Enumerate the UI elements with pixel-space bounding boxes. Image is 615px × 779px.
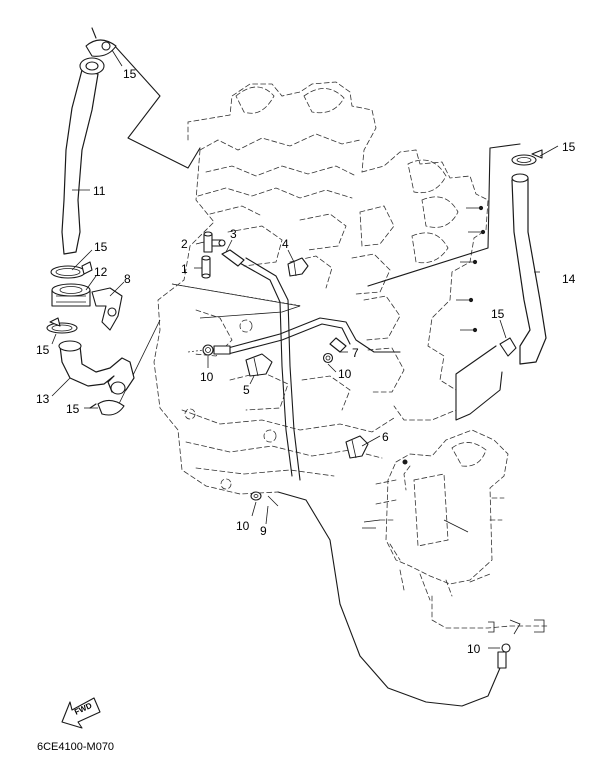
- clamp-15-right-bottom: [499, 337, 517, 357]
- callout-3: 3: [230, 227, 237, 241]
- pipe-1: [201, 255, 211, 279]
- callout-14: 14: [562, 272, 576, 286]
- hose-14: [511, 173, 547, 365]
- holder-6: [345, 435, 369, 459]
- hose-7-end: [329, 337, 347, 353]
- fitting-12: [51, 283, 91, 307]
- clamp-15-middle: [50, 261, 93, 279]
- callout-15: 15: [94, 240, 108, 254]
- union-10-left: [187, 344, 231, 356]
- callout-5: 5: [243, 383, 250, 397]
- union-10-mid: [322, 352, 334, 364]
- callout-15: 15: [562, 140, 576, 154]
- vapor-separator-assembly: [362, 429, 509, 601]
- callout-15: 15: [491, 307, 505, 321]
- callout-10: 10: [338, 367, 352, 381]
- hose-11: [61, 57, 105, 255]
- callout-4: 4: [282, 237, 289, 251]
- holder-5: [245, 353, 273, 377]
- clip-4: [287, 257, 309, 277]
- callout-6: 6: [382, 430, 389, 444]
- hose-3: [221, 249, 245, 267]
- bracket-8: [91, 287, 123, 331]
- callout-10: 10: [467, 642, 481, 656]
- callout-12: 12: [94, 265, 108, 279]
- t-joint-2: [203, 231, 226, 253]
- forward-arrow-icon: FWD: [61, 697, 101, 729]
- callout-1: 1: [181, 262, 188, 276]
- clamp-15-lower: [46, 317, 78, 334]
- callout-leaders: [51, 49, 559, 649]
- diagram-code: 6CE4100-M070: [37, 741, 114, 753]
- union-10-bottom: [250, 491, 262, 501]
- leader-lines: [112, 43, 521, 707]
- callout-13: 13: [36, 392, 50, 406]
- callout-labels: 15 11 15 12 8 15 13 15 2 3 1 4 10 5 7 10…: [36, 67, 576, 656]
- callout-11: 11: [93, 184, 106, 198]
- callout-7: 7: [352, 346, 359, 360]
- callout-10: 10: [236, 519, 250, 533]
- callout-15: 15: [66, 402, 80, 416]
- lower-right-lines: [431, 595, 549, 669]
- clamp-15-top: [85, 27, 117, 57]
- engine-block-outline: [153, 81, 489, 495]
- clamp-15-right-top: [511, 149, 543, 166]
- callout-2: 2: [181, 237, 188, 251]
- hose-13: [58, 340, 135, 395]
- callout-15: 15: [123, 67, 137, 81]
- callout-15: 15: [36, 343, 50, 357]
- callout-9: 9: [260, 524, 267, 538]
- callout-8: 8: [124, 272, 131, 286]
- clamp-15-bottom: [89, 399, 125, 416]
- callout-10: 10: [200, 370, 214, 384]
